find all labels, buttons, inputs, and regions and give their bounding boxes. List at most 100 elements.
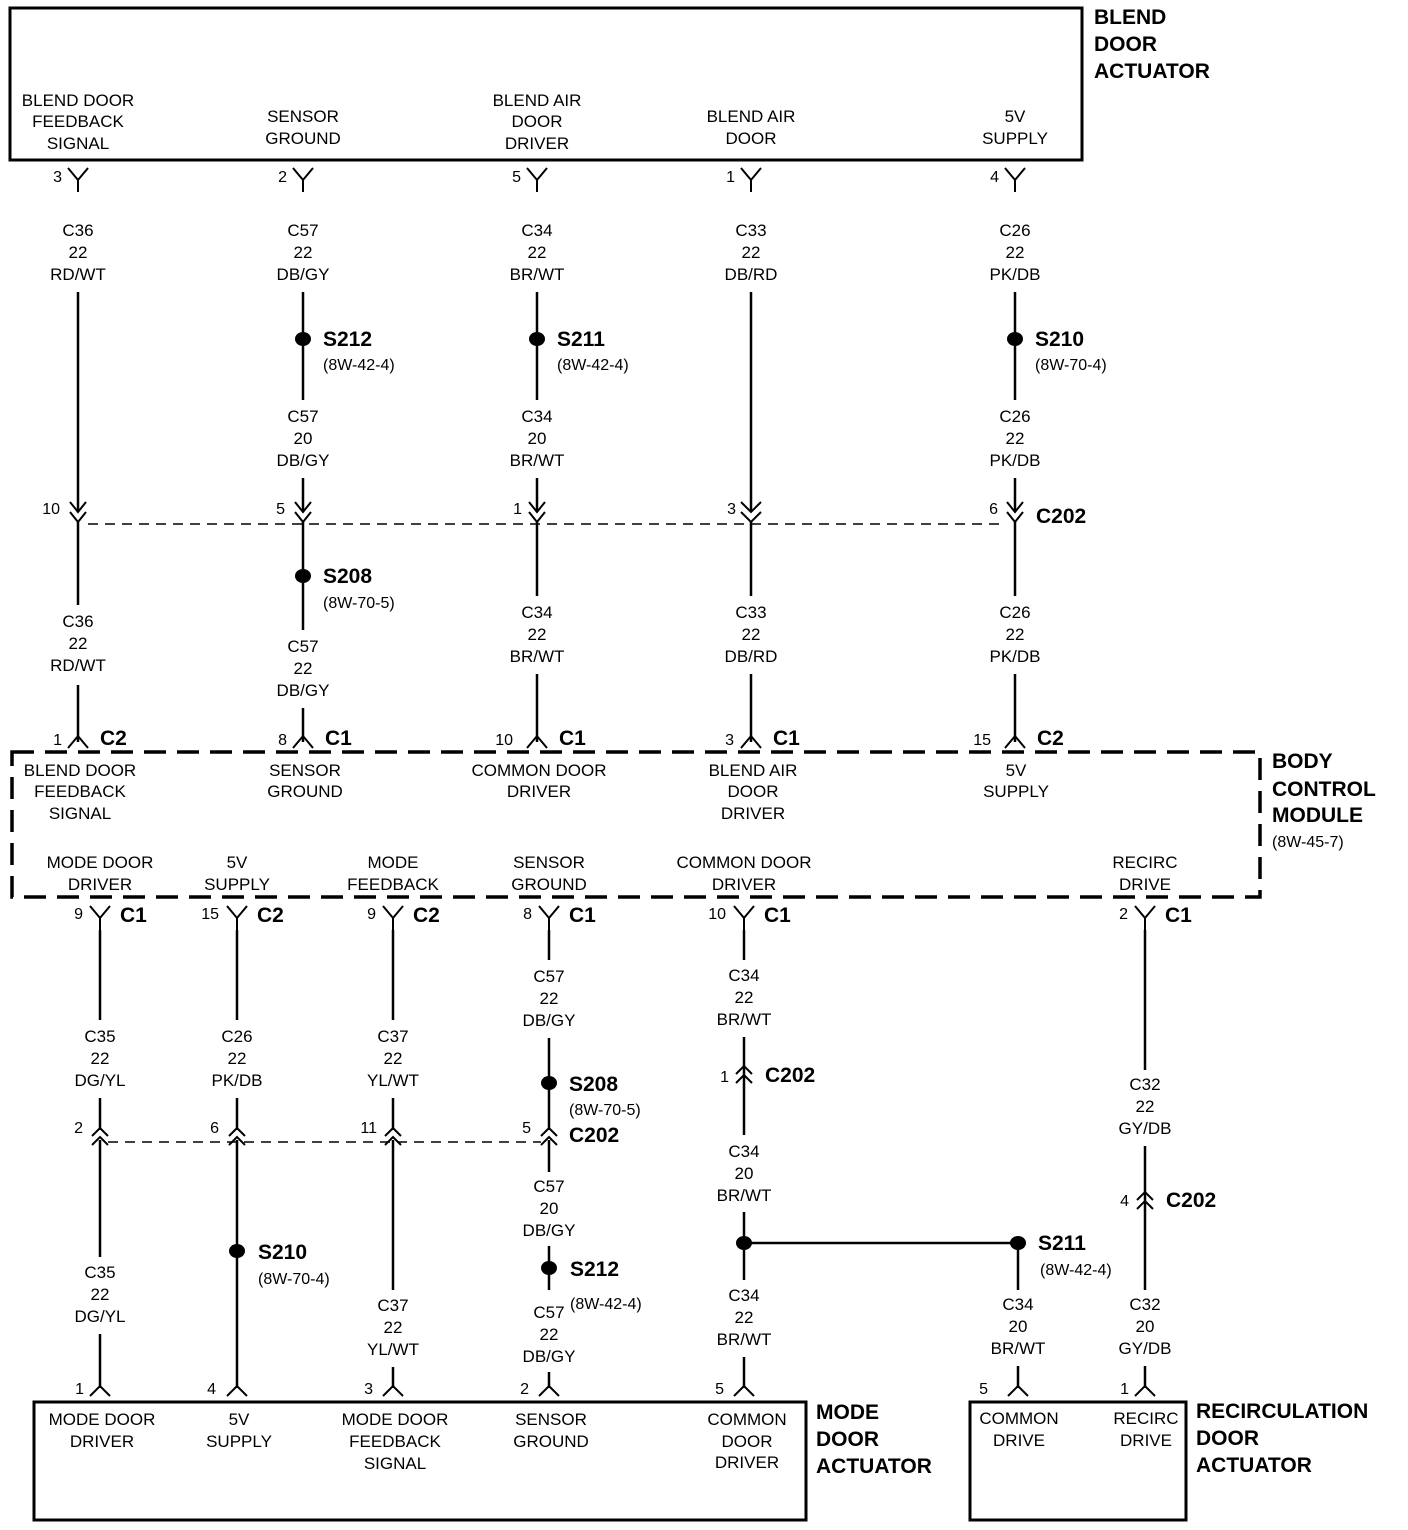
svg-text:FEEDBACK: FEEDBACK bbox=[32, 112, 124, 131]
svg-text:5V: 5V bbox=[1005, 107, 1026, 126]
svg-text:DOOR: DOOR bbox=[728, 782, 779, 801]
svg-text:22: 22 bbox=[1006, 243, 1025, 262]
svg-text:DB/GY: DB/GY bbox=[277, 451, 330, 470]
svg-text:SENSOR: SENSOR bbox=[513, 853, 585, 872]
splice-s208-upper bbox=[295, 569, 311, 583]
svg-text:C57: C57 bbox=[533, 1303, 564, 1322]
svg-text:PK/DB: PK/DB bbox=[989, 451, 1040, 470]
svg-text:C202: C202 bbox=[1166, 1189, 1216, 1212]
svg-text:DOOR: DOOR bbox=[726, 129, 777, 148]
svg-text:MODE DOOR: MODE DOOR bbox=[49, 1410, 156, 1429]
svg-text:S210: S210 bbox=[258, 1241, 307, 1264]
svg-text:YL/WT: YL/WT bbox=[367, 1071, 419, 1090]
svg-text:DOOR: DOOR bbox=[512, 112, 563, 131]
svg-text:8: 8 bbox=[523, 906, 532, 923]
blend-actuator-label-feedback: BLEND DOOR FEEDBACK SIGNAL bbox=[22, 91, 134, 153]
svg-text:(8W-42-4): (8W-42-4) bbox=[570, 1296, 642, 1313]
svg-text:22: 22 bbox=[528, 625, 547, 644]
blend-door-actuator-title: BLEND DOOR ACTUATOR bbox=[1094, 6, 1210, 83]
svg-text:C1: C1 bbox=[569, 904, 596, 927]
svg-text:DRIVER: DRIVER bbox=[712, 875, 776, 894]
svg-text:SENSOR: SENSOR bbox=[267, 107, 339, 126]
svg-text:C202: C202 bbox=[1036, 505, 1086, 528]
splice-s210-upper bbox=[1007, 332, 1023, 346]
svg-text:C1: C1 bbox=[325, 727, 352, 750]
svg-text:C37: C37 bbox=[377, 1296, 408, 1315]
svg-text:DB/RD: DB/RD bbox=[725, 647, 778, 666]
svg-text:SUPPLY: SUPPLY bbox=[206, 1432, 272, 1451]
svg-text:C34: C34 bbox=[728, 1286, 759, 1305]
circuit-c34-upper: C34 22 BR/WT S211 (8W-42-4) C34 20 BR/WT… bbox=[495, 221, 629, 750]
svg-text:3: 3 bbox=[53, 169, 62, 186]
circuit-c26-lower: C26 22 PK/DB 6 S210 (8W-70-4) 4 bbox=[207, 930, 330, 1398]
svg-text:22: 22 bbox=[228, 1049, 247, 1068]
circuit-c34-lower: C34 22 BR/WT 1 C202 C34 20 BR/WT C34 22 … bbox=[715, 930, 815, 1398]
svg-text:5: 5 bbox=[979, 1381, 988, 1398]
svg-text:(8W-70-4): (8W-70-4) bbox=[1035, 357, 1107, 374]
svg-text:DRIVE: DRIVE bbox=[1119, 875, 1171, 894]
svg-text:C2: C2 bbox=[100, 727, 127, 750]
svg-text:1: 1 bbox=[53, 732, 62, 749]
svg-text:DRIVER: DRIVER bbox=[721, 804, 785, 823]
recirculation-door-actuator-box bbox=[968, 1400, 1188, 1522]
svg-text:C34: C34 bbox=[521, 603, 552, 622]
bcm-top-labels: BLEND DOOR FEEDBACK SIGNAL SENSOR GROUND… bbox=[24, 761, 1049, 823]
svg-text:20: 20 bbox=[1136, 1317, 1155, 1336]
svg-text:22: 22 bbox=[91, 1285, 110, 1304]
svg-text:BLEND AIR: BLEND AIR bbox=[709, 761, 798, 780]
svg-text:5: 5 bbox=[522, 1120, 531, 1137]
svg-text:BR/WT: BR/WT bbox=[510, 647, 565, 666]
svg-text:C57: C57 bbox=[533, 967, 564, 986]
bcm-bottom-labels: MODE DOOR DRIVER 5V SUPPLY MODE FEEDBACK… bbox=[47, 853, 1178, 894]
svg-text:22: 22 bbox=[540, 989, 559, 1008]
svg-text:C34: C34 bbox=[521, 407, 552, 426]
svg-text:1: 1 bbox=[75, 1381, 84, 1398]
svg-text:22: 22 bbox=[91, 1049, 110, 1068]
svg-text:SUPPLY: SUPPLY bbox=[982, 129, 1048, 148]
svg-text:22: 22 bbox=[1006, 429, 1025, 448]
svg-text:DOOR: DOOR bbox=[722, 1432, 773, 1451]
svg-text:3: 3 bbox=[727, 501, 736, 518]
bcm-title: BODY CONTROL MODULE (8W-45-7) bbox=[1272, 750, 1376, 851]
svg-text:C34: C34 bbox=[521, 221, 552, 240]
svg-text:20: 20 bbox=[1009, 1317, 1028, 1336]
svg-text:22: 22 bbox=[528, 243, 547, 262]
svg-text:MODE: MODE bbox=[368, 853, 419, 872]
svg-text:22: 22 bbox=[1006, 625, 1025, 644]
svg-text:3: 3 bbox=[364, 1381, 373, 1398]
svg-text:SIGNAL: SIGNAL bbox=[47, 134, 109, 153]
mode-door-actuator-labels: MODE DOOR DRIVER 5V SUPPLY MODE DOOR FEE… bbox=[49, 1410, 787, 1473]
blend-actuator-label-blend-air-door: BLEND AIR DOOR bbox=[707, 107, 796, 148]
svg-text:6: 6 bbox=[210, 1120, 219, 1137]
svg-text:SUPPLY: SUPPLY bbox=[204, 875, 270, 894]
svg-text:10: 10 bbox=[495, 732, 513, 749]
svg-text:10: 10 bbox=[708, 906, 726, 923]
svg-text:2: 2 bbox=[278, 169, 287, 186]
svg-text:DB/GY: DB/GY bbox=[523, 1221, 576, 1240]
svg-text:C32: C32 bbox=[1129, 1295, 1160, 1314]
svg-text:C33: C33 bbox=[735, 603, 766, 622]
svg-text:C57: C57 bbox=[287, 407, 318, 426]
svg-text:S210: S210 bbox=[1035, 328, 1084, 351]
svg-text:RECIRC: RECIRC bbox=[1112, 853, 1177, 872]
svg-text:2: 2 bbox=[1119, 906, 1128, 923]
svg-text:(8W-70-4): (8W-70-4) bbox=[258, 1271, 330, 1288]
svg-text:C37: C37 bbox=[377, 1027, 408, 1046]
svg-text:22: 22 bbox=[735, 988, 754, 1007]
svg-text:15: 15 bbox=[201, 906, 219, 923]
svg-text:20: 20 bbox=[528, 429, 547, 448]
svg-text:22: 22 bbox=[69, 243, 88, 262]
svg-text:COMMON: COMMON bbox=[707, 1410, 786, 1429]
splice-s212-upper bbox=[295, 332, 311, 346]
svg-text:C36: C36 bbox=[62, 612, 93, 631]
svg-text:PK/DB: PK/DB bbox=[989, 265, 1040, 284]
svg-text:BR/WT: BR/WT bbox=[991, 1339, 1046, 1358]
svg-text:22: 22 bbox=[69, 634, 88, 653]
svg-text:C57: C57 bbox=[533, 1177, 564, 1196]
svg-text:SUPPLY: SUPPLY bbox=[983, 782, 1049, 801]
svg-text:DRIVER: DRIVER bbox=[715, 1453, 779, 1472]
svg-text:15: 15 bbox=[973, 732, 991, 749]
svg-text:GROUND: GROUND bbox=[511, 875, 587, 894]
svg-text:22: 22 bbox=[294, 243, 313, 262]
svg-text:C26: C26 bbox=[999, 221, 1030, 240]
